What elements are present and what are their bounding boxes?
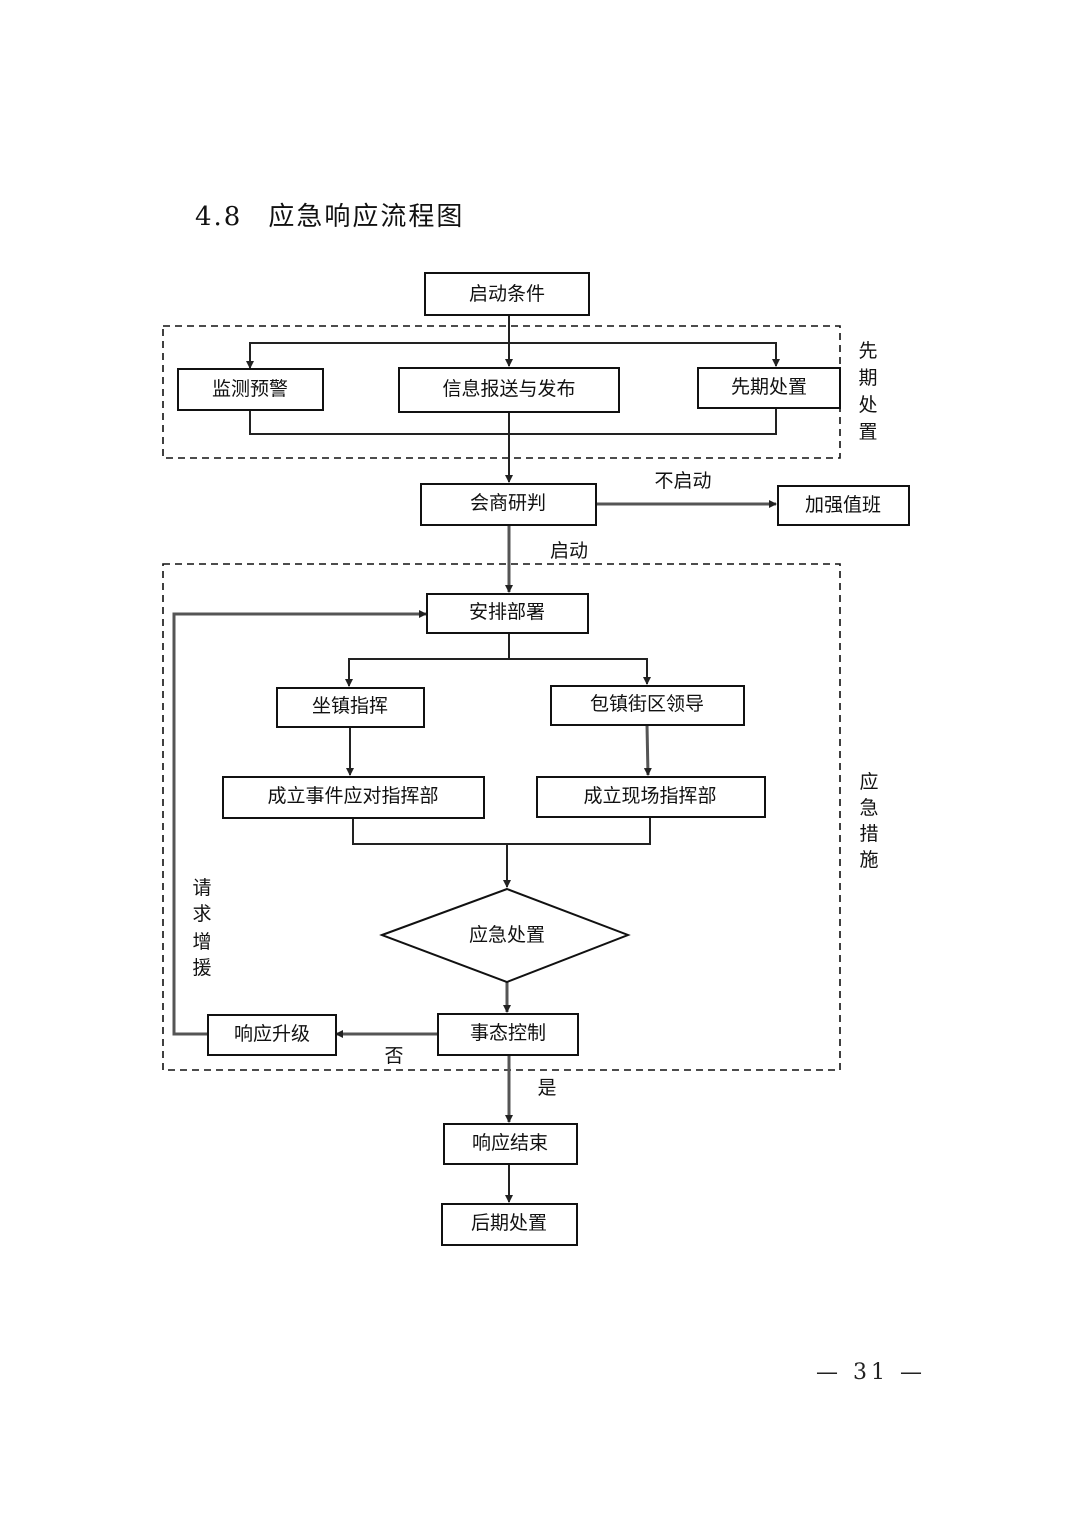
measures-group bbox=[162, 563, 841, 1071]
node-upgrade: 响应升级 bbox=[207, 1014, 337, 1056]
edge-merge-early bbox=[249, 408, 777, 435]
node-control: 事态控制 bbox=[437, 1013, 579, 1056]
svg-text:包镇街区领导: 包镇街区领导 bbox=[590, 693, 704, 715]
node-disposal: 应急处置 bbox=[379, 887, 631, 984]
edge-arrange-command bbox=[345, 633, 510, 687]
node-duty: 加强值班 bbox=[777, 485, 910, 526]
label-start: 启动 bbox=[550, 540, 588, 562]
label-early-phase: 先 期 处 置 bbox=[858, 340, 877, 443]
svg-text:成立现场指挥部: 成立现场指挥部 bbox=[583, 785, 716, 807]
svg-text:期: 期 bbox=[858, 367, 877, 389]
svg-text:应: 应 bbox=[859, 771, 878, 793]
svg-text:响应结束: 响应结束 bbox=[472, 1132, 548, 1154]
svg-text:施: 施 bbox=[859, 849, 878, 871]
svg-text:应急处置: 应急处置 bbox=[469, 924, 545, 946]
svg-text:援: 援 bbox=[192, 957, 211, 979]
label-measures: 应 急 措 施 bbox=[859, 771, 878, 871]
node-after: 后期处置 bbox=[441, 1203, 578, 1246]
svg-text:置: 置 bbox=[858, 421, 877, 443]
edge-upgrade-arrange bbox=[172, 610, 427, 1036]
page-number: — 31 — bbox=[816, 1360, 926, 1385]
node-info: 信息报送与发布 bbox=[398, 367, 620, 413]
section-number: 4.8 bbox=[195, 202, 243, 232]
svg-text:先期处置: 先期处置 bbox=[731, 376, 807, 398]
section-title: 应急响应流程图 bbox=[268, 202, 465, 232]
svg-text:急: 急 bbox=[859, 797, 878, 819]
node-start: 启动条件 bbox=[424, 272, 590, 316]
svg-text:安排部署: 安排部署 bbox=[469, 601, 545, 623]
node-site-hq: 成立现场指挥部 bbox=[536, 776, 766, 818]
svg-text:成立事件应对指挥部: 成立事件应对指挥部 bbox=[267, 785, 438, 807]
section-heading: 4.8 应急响应流程图 bbox=[195, 196, 464, 233]
node-monitor: 监测预警 bbox=[177, 368, 324, 411]
label-not-start: 不启动 bbox=[654, 470, 711, 492]
svg-text:监测预警: 监测预警 bbox=[212, 378, 288, 400]
label-yes: 是 bbox=[537, 1077, 556, 1099]
label-no: 否 bbox=[384, 1045, 403, 1067]
edge-split-early bbox=[249, 342, 777, 366]
node-consult: 会商研判 bbox=[420, 483, 597, 526]
svg-text:先: 先 bbox=[858, 340, 877, 362]
node-arrange: 安排部署 bbox=[426, 593, 589, 634]
svg-text:信息报送与发布: 信息报送与发布 bbox=[442, 378, 575, 400]
connectors bbox=[172, 315, 780, 1203]
edge-merge-hq bbox=[352, 818, 651, 845]
svg-text:响应升级: 响应升级 bbox=[234, 1023, 310, 1045]
svg-text:事态控制: 事态控制 bbox=[470, 1022, 546, 1044]
svg-text:后期处置: 后期处置 bbox=[471, 1212, 547, 1234]
node-early: 先期处置 bbox=[697, 367, 841, 409]
node-lead: 包镇街区领导 bbox=[550, 685, 745, 726]
svg-text:增: 增 bbox=[192, 931, 211, 953]
svg-text:启动条件: 启动条件 bbox=[469, 283, 545, 305]
svg-text:求: 求 bbox=[192, 903, 211, 925]
early-phase-group bbox=[162, 325, 841, 459]
svg-text:加强值班: 加强值班 bbox=[805, 494, 881, 516]
edge-lead-sitehq bbox=[643, 724, 652, 776]
node-incident-hq: 成立事件应对指挥部 bbox=[222, 776, 485, 819]
label-request-aid: 请 求 增 援 bbox=[192, 877, 211, 979]
node-end: 响应结束 bbox=[443, 1123, 578, 1165]
edge-arrange-lead bbox=[509, 658, 651, 685]
svg-text:会商研判: 会商研判 bbox=[470, 492, 546, 514]
svg-text:措: 措 bbox=[859, 823, 878, 845]
node-command: 坐镇指挥 bbox=[276, 687, 425, 728]
svg-text:坐镇指挥: 坐镇指挥 bbox=[312, 695, 388, 717]
svg-text:处: 处 bbox=[858, 394, 877, 416]
svg-text:请: 请 bbox=[192, 877, 211, 899]
